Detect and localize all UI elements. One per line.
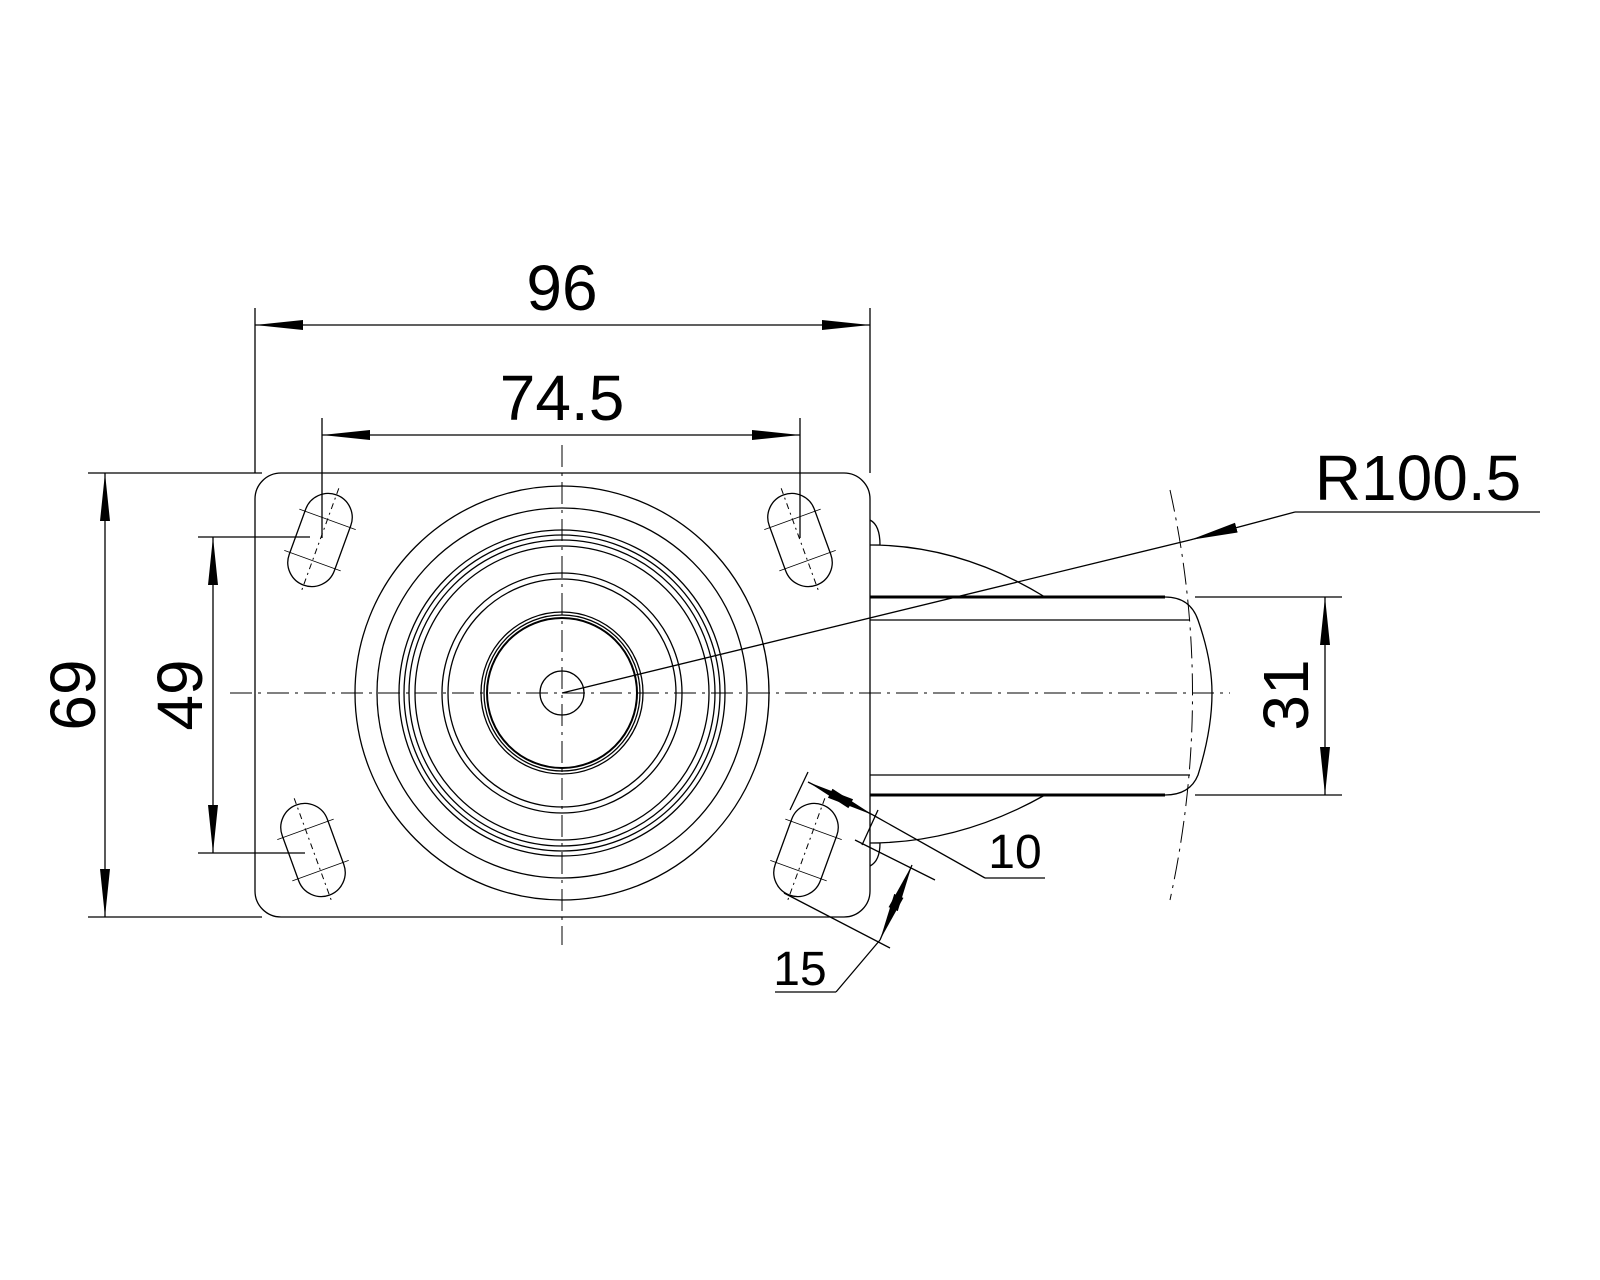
- dimension-96: 96: [254, 252, 871, 473]
- dim-plate-width: 96: [526, 252, 597, 324]
- wheel-side-view: [869, 489, 1213, 901]
- center-lines: [230, 445, 1230, 945]
- kingpin-hole: [539, 670, 585, 716]
- dimension-31: 31: [1195, 596, 1342, 796]
- dimension-15: 15: [773, 839, 936, 996]
- swivel-bearing-rings: [354, 485, 770, 901]
- slot-top-left: [284, 488, 356, 592]
- dim-wheel-width: 31: [1250, 659, 1322, 730]
- dim-swivel-radius: R100.5: [1315, 442, 1521, 514]
- dim-hole-spacing-x: 74.5: [500, 362, 625, 434]
- dim-plate-height: 69: [37, 659, 109, 730]
- slot-bottom-right: [770, 798, 842, 902]
- slot-bottom-left: [277, 798, 349, 902]
- dimension-r100-5: R100.5: [561, 442, 1540, 694]
- dim-slot-length: 15: [773, 943, 826, 996]
- mounting-plate: [254, 472, 871, 918]
- dimension-10: 10: [789, 771, 1045, 879]
- dimension-49: 49: [144, 536, 310, 854]
- dimension-74-5: 74.5: [321, 362, 801, 538]
- dim-hole-spacing-y: 49: [144, 659, 216, 730]
- mounting-slots: [277, 488, 842, 902]
- dimension-69: 69: [37, 472, 262, 918]
- dim-slot-width: 10: [988, 826, 1041, 879]
- slot-top-right: [764, 488, 836, 592]
